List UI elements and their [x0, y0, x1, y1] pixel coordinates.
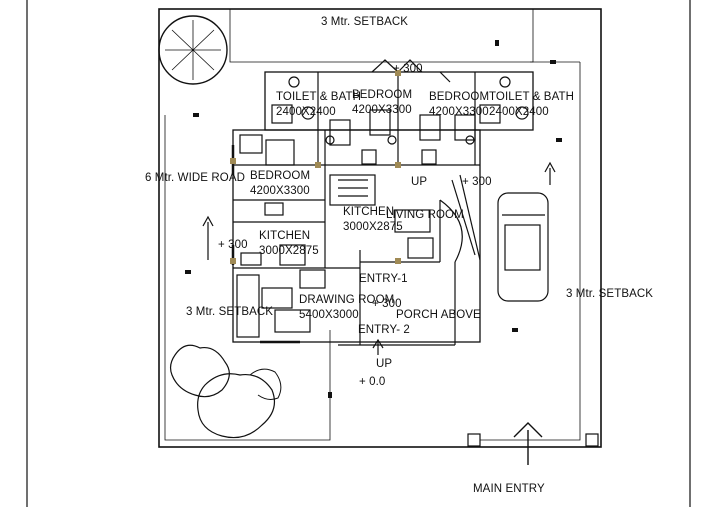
- kitchen-center-dim: 3000X2875: [343, 221, 403, 233]
- bedroom-left-dim: 4200X3300: [250, 185, 310, 197]
- entry-2-label: ENTRY- 2: [358, 324, 410, 336]
- bedroom-top-right-label: BEDROOM: [429, 91, 490, 103]
- entry-1-label: ENTRY-1: [359, 273, 408, 285]
- tree-bottom-2: [197, 373, 275, 439]
- tree-top: [158, 15, 228, 85]
- setback-top-label: 3 Mtr. SETBACK: [321, 16, 409, 28]
- main-entry-label: MAIN ENTRY: [473, 483, 545, 495]
- setback-right-label: 3 Mtr. SETBACK: [566, 288, 654, 300]
- inner-top-line: [229, 9, 534, 63]
- level-left-label: + 300: [218, 239, 248, 251]
- car-outline: [497, 192, 549, 302]
- living-room-label: LIVING ROOM: [386, 209, 464, 221]
- house-outer-wall: [232, 129, 481, 343]
- up-lower-label: UP: [376, 358, 393, 370]
- level-upper-right-label: + 300: [462, 176, 492, 188]
- toilet-right-label: TOILET & BATH: [489, 91, 575, 103]
- toilet-right-dim: 2400X2400: [489, 106, 549, 118]
- drawing-room-label: DRAWING ROOM: [299, 294, 395, 306]
- porch-above-label: PORCH ABOVE: [396, 309, 481, 321]
- main-entry-arrow: [513, 422, 543, 438]
- inner-left-line: [164, 115, 331, 441]
- kitchen-left-dim: 3000X2875: [259, 245, 319, 257]
- level-porch-label: + 300: [372, 298, 402, 310]
- bedroom-top-left-dim: 4200X3300: [352, 104, 412, 116]
- kitchen-center-label: KITCHEN: [343, 206, 395, 218]
- bedroom-left-label: BEDROOM: [250, 170, 311, 182]
- bedroom-top-left-label: BEDROOM: [352, 89, 413, 101]
- plot-boundary: [158, 8, 602, 448]
- road-label: 6 Mtr. WIDE ROAD: [145, 172, 245, 184]
- level-ground-label: + 0.0: [359, 376, 386, 388]
- toilet-left-dim: 2400X2400: [276, 106, 336, 118]
- up-upper-label: UP: [411, 176, 428, 188]
- toilet-left-label: TOILET & BATH: [276, 91, 362, 103]
- level-top-label: + 300: [393, 63, 423, 75]
- setback-left-label: 3 Mtr. SETBACK: [186, 306, 274, 318]
- drawing-room-dim: 5400X3000: [299, 309, 359, 321]
- inner-right-line: [480, 115, 581, 441]
- bedroom-top-right-dim: 4200X3300: [429, 106, 489, 118]
- tree-bottom-1: [169, 344, 230, 398]
- kitchen-left-label: KITCHEN: [259, 230, 311, 242]
